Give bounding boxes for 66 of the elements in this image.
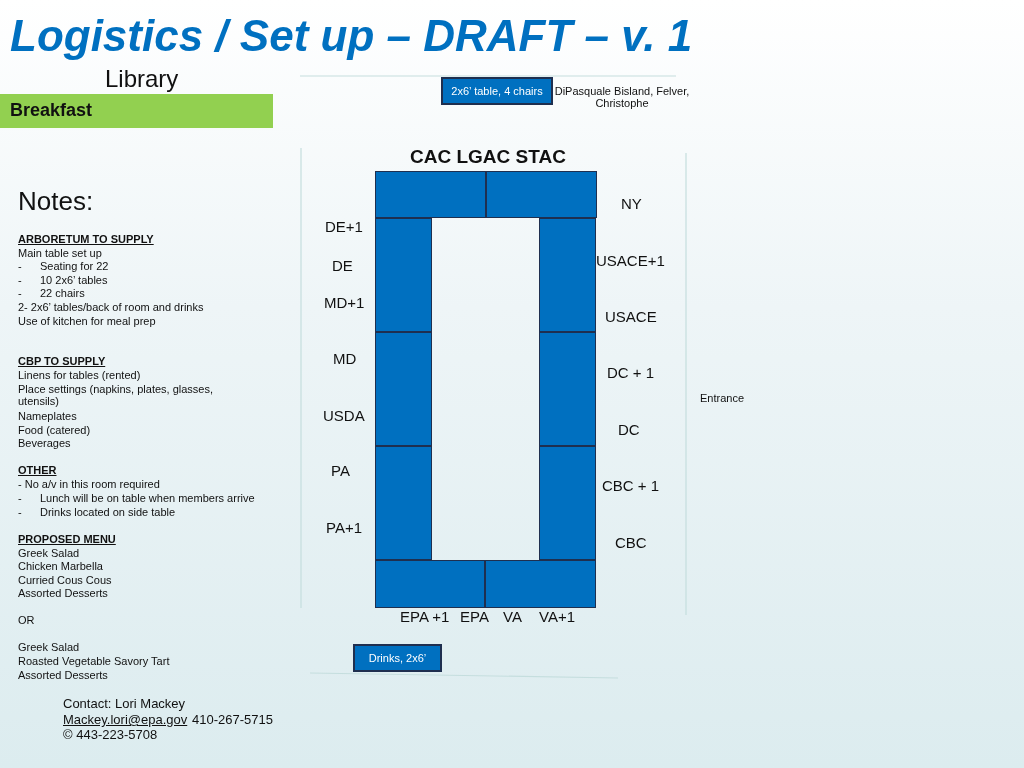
- note-text: - 10 2x6’ tables: [18, 274, 108, 287]
- table-heading: CAC LGAC STAC: [410, 147, 566, 168]
- note-text: - Lunch will be on table when members arrive: [18, 492, 255, 505]
- seat-label: DC + 1: [607, 365, 655, 382]
- note-text: - 22 chairs: [18, 287, 85, 300]
- section-band: Breakfast: [0, 94, 273, 128]
- note-text: - Seating for 22: [18, 260, 109, 273]
- note-text: Chicken Marbella: [18, 560, 103, 573]
- note-text: - Drinks located on side table: [18, 506, 176, 519]
- note-text: © 443-223-5708: [63, 728, 158, 743]
- table: 2x6’ table, 4 chairs: [441, 77, 553, 105]
- room-name: Library: [105, 66, 179, 93]
- seat-label: USACE+1: [596, 253, 665, 270]
- seat-label: USDA: [323, 408, 365, 425]
- note-text: Roasted Vegetable Savory Tart: [18, 655, 170, 668]
- note-text: Greek Salad: [18, 547, 80, 560]
- seat-label: MD: [333, 351, 357, 368]
- seat-label: EPA +1: [400, 609, 450, 626]
- seat-label: PA: [331, 463, 350, 480]
- seat-label: VA: [503, 609, 522, 626]
- table: [375, 218, 432, 332]
- email-link: Mackey.lori@epa.gov: [63, 713, 188, 728]
- seat-label: PA+1: [326, 520, 362, 537]
- table: [375, 560, 485, 608]
- note-text: Food (catered): [18, 424, 91, 437]
- table: [539, 218, 596, 332]
- note-text: Use of kitchen for meal prep: [18, 315, 156, 328]
- seat-label: DE+1: [325, 219, 363, 236]
- note-heading: PROPOSED MENU: [18, 533, 116, 546]
- note-text: 410-267-5715: [192, 713, 273, 728]
- table: [375, 446, 432, 560]
- table: [539, 332, 596, 446]
- note-text: Curried Cous Cous: [18, 574, 112, 587]
- table: [375, 171, 486, 218]
- table: [539, 446, 596, 560]
- note-heading: OTHER: [18, 464, 57, 477]
- note-text: Beverages: [18, 437, 71, 450]
- note-text: Place settings (napkins, plates, glasses, utensils): [18, 383, 215, 408]
- entrance-label: Entrance: [700, 392, 745, 405]
- seat-label: VA+1: [539, 609, 575, 626]
- table: [486, 171, 597, 218]
- note-heading: CBP TO SUPPLY: [18, 355, 106, 368]
- note-text: Main table set up: [18, 247, 102, 260]
- seat-label: DE: [332, 258, 353, 275]
- table: Drinks, 2x6’: [353, 644, 442, 672]
- note-text: 2- 2x6’ tables/back of room and drinks: [18, 301, 204, 314]
- note-heading: ARBORETUM TO SUPPLY: [18, 233, 154, 246]
- notes-heading: Notes:: [18, 187, 94, 216]
- seat-label: EPA: [460, 609, 489, 626]
- seat-label: DC: [618, 422, 640, 439]
- seat-label: USACE: [605, 309, 657, 326]
- seat-label: NY: [621, 196, 642, 213]
- seat-label: CBC: [615, 535, 647, 552]
- seat-label: CBC + 1: [602, 478, 660, 495]
- note-text: Nameplates: [18, 410, 77, 423]
- note-text: OR: [18, 614, 35, 627]
- note-text: Assorted Desserts: [18, 669, 108, 682]
- seat-label: MD+1: [324, 295, 365, 312]
- page-title: Logistics / Set up – DRAFT – v. 1: [10, 12, 693, 61]
- note-text: Contact: Lori Mackey: [63, 697, 186, 712]
- note-text: Linens for tables (rented): [18, 369, 141, 382]
- note-text: - No a/v in this room required: [18, 478, 160, 491]
- table: [375, 332, 432, 446]
- note-text: Assorted Desserts: [18, 587, 108, 600]
- note-text: Greek Salad: [18, 641, 80, 654]
- table: [485, 560, 596, 608]
